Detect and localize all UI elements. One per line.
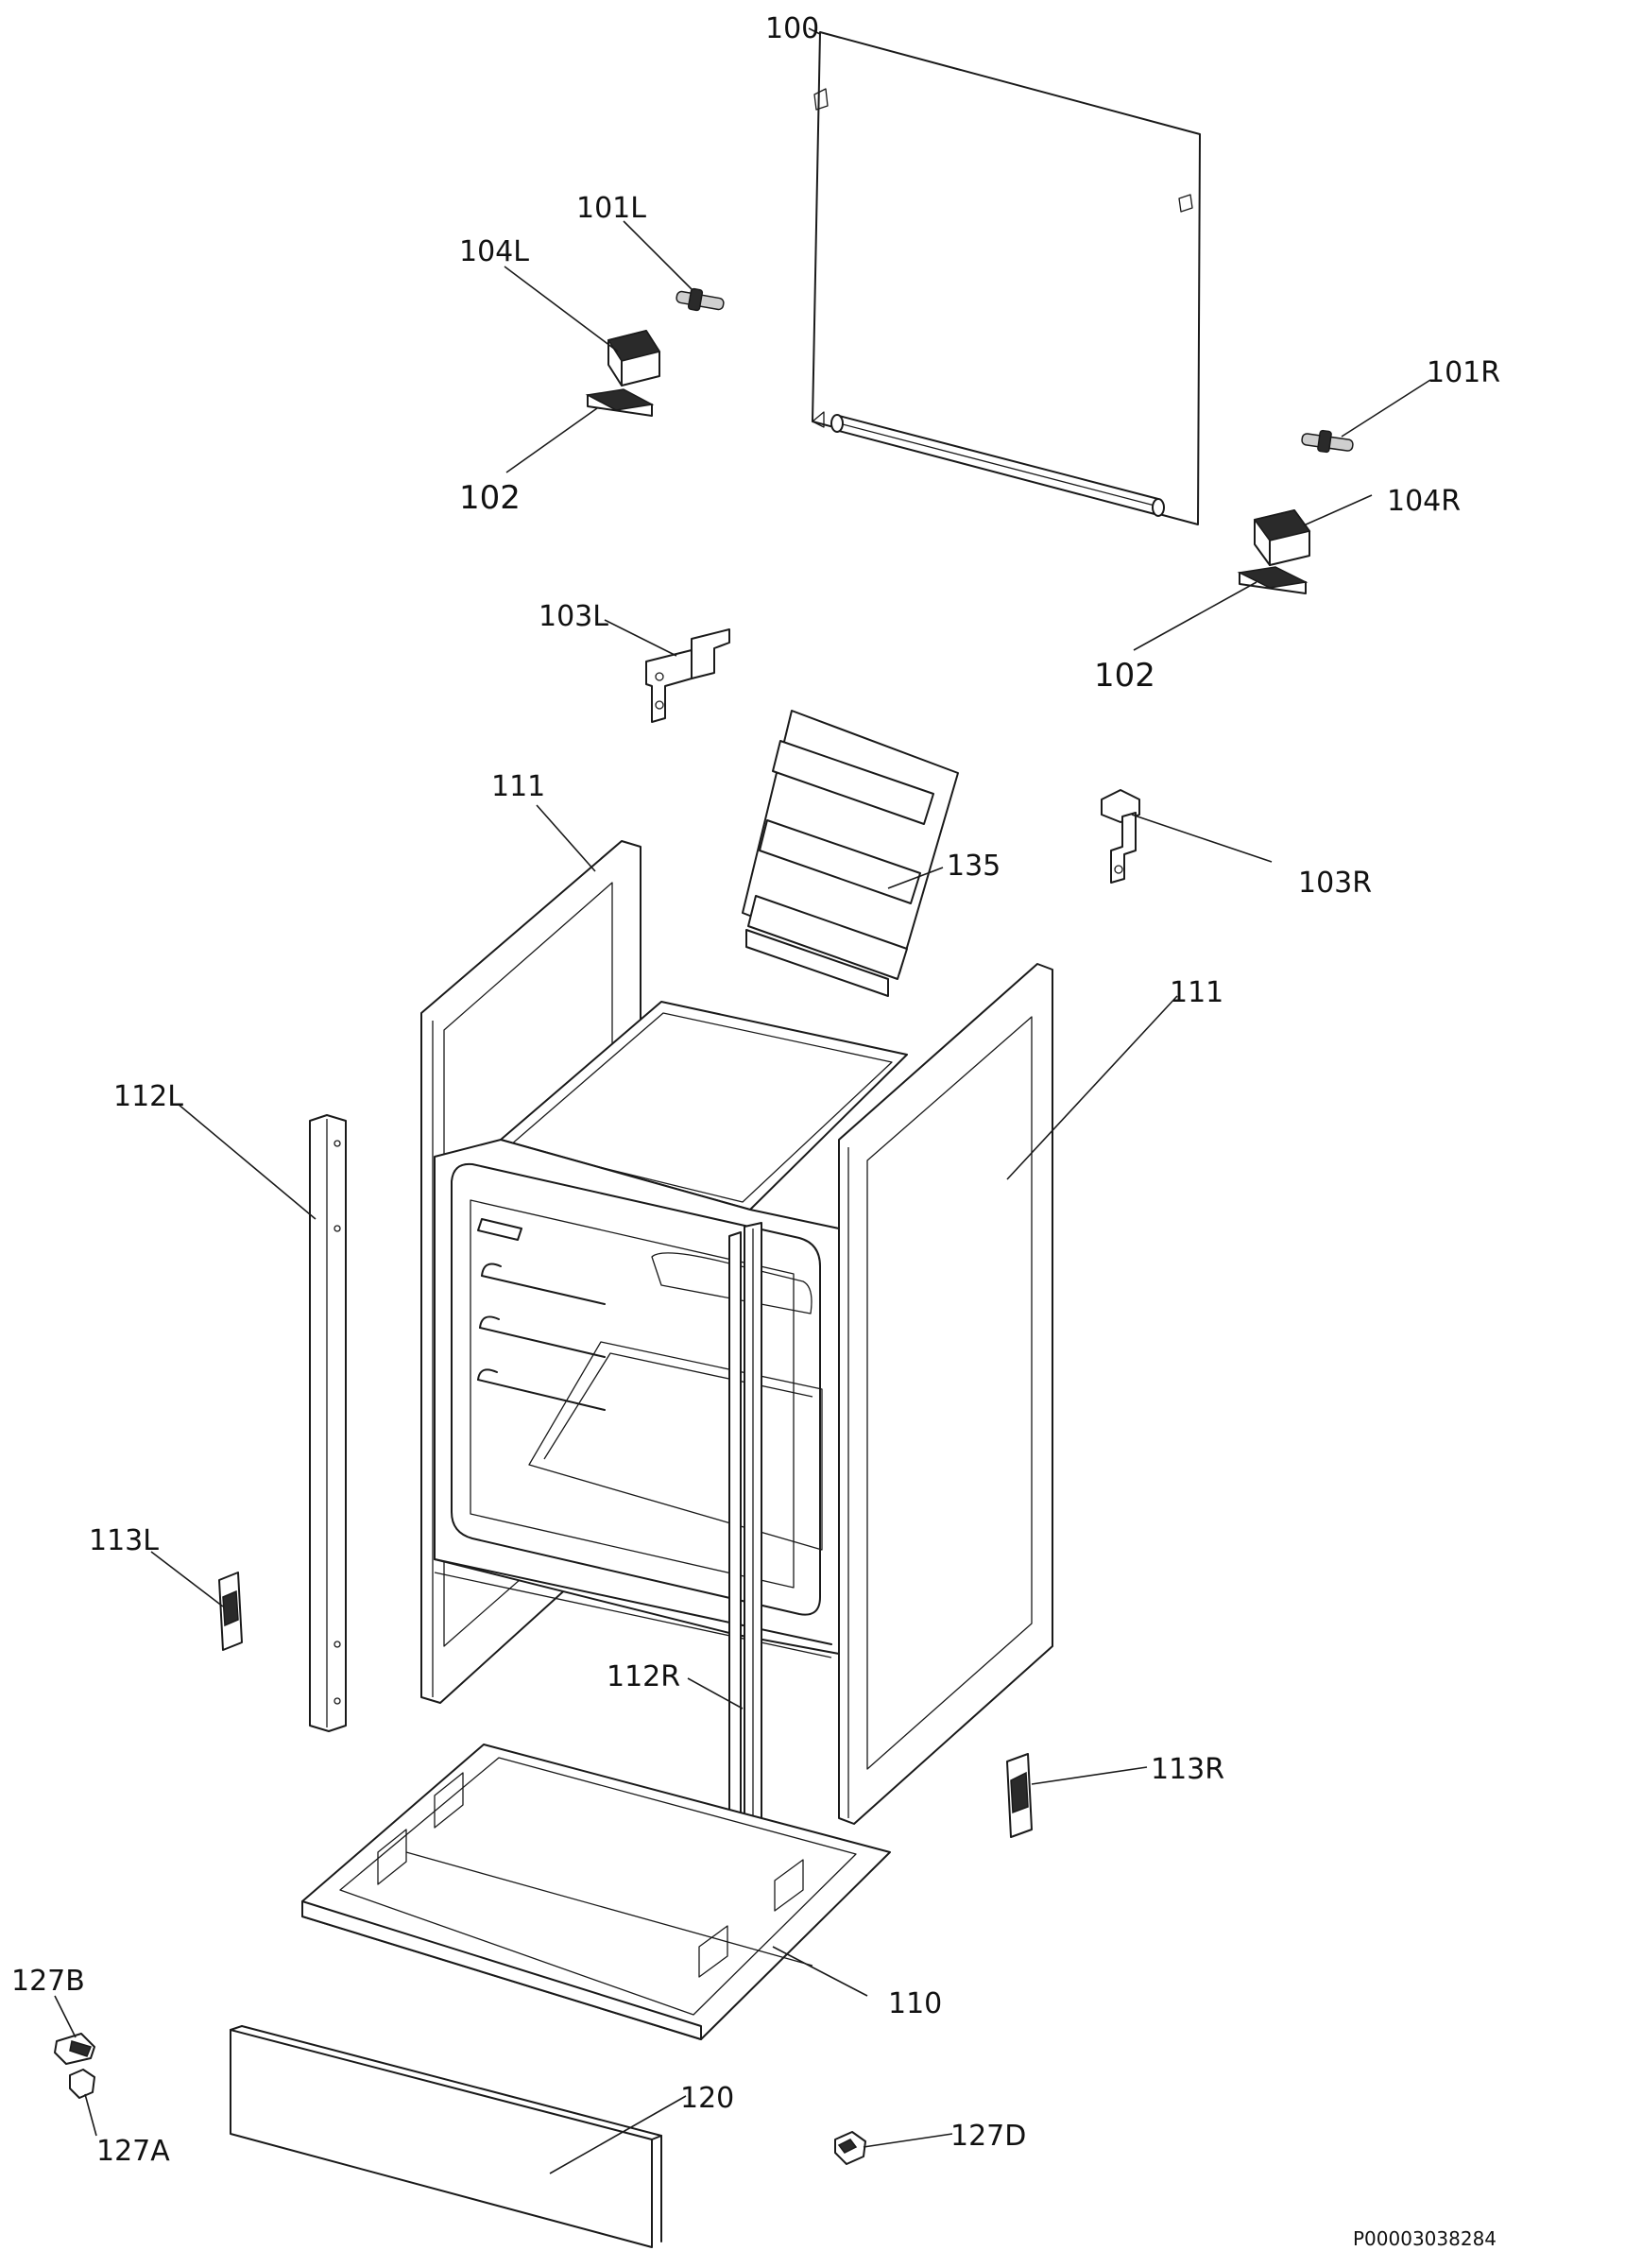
part-127B-clip: [54, 2033, 95, 2065]
part-103L-bracket: [645, 628, 730, 723]
label-103L: 103L: [539, 600, 608, 633]
part-110-base-frame: [301, 1744, 891, 2040]
part-100-back-panel: [812, 31, 1201, 525]
part-101R-pin: [1301, 429, 1354, 454]
part-102-plate-right: [1237, 566, 1309, 594]
part-127A-clip: [69, 2069, 95, 2099]
label-113R: 113R: [1151, 1753, 1224, 1786]
callout-labels: 100 101L 101R 104L 104R 102 102 103L 103…: [11, 12, 1500, 2250]
part-135-shelf-rack: [742, 710, 959, 997]
label-101L: 101L: [576, 192, 646, 225]
label-120: 120: [680, 2082, 734, 2115]
part-112L-side-strip: [309, 1114, 347, 1732]
label-100: 100: [765, 12, 819, 45]
leader-lines: [54, 27, 1431, 2174]
part-101L-pin: [676, 287, 725, 312]
label-104R: 104R: [1387, 485, 1461, 518]
label-101R: 101R: [1427, 356, 1500, 389]
label-111-right: 111: [1170, 976, 1223, 1009]
part-113R-latch: [1006, 1753, 1033, 1838]
part-127D-clip: [834, 2131, 866, 2165]
label-135: 135: [947, 850, 1001, 883]
diagram-code: P00003038284: [1353, 2227, 1497, 2250]
label-127A: 127A: [96, 2135, 170, 2168]
part-112R-side-strip: [728, 1231, 742, 1883]
part-111-side-panel-right: [838, 963, 1053, 1825]
part-102-plate-left: [585, 388, 655, 417]
part-113L-latch: [218, 1572, 243, 1651]
label-103R: 103R: [1298, 867, 1372, 900]
label-127D: 127D: [950, 2120, 1026, 2153]
label-102-left: 102: [459, 479, 521, 517]
label-104L: 104L: [459, 235, 529, 268]
label-110: 110: [888, 1987, 942, 2020]
label-112L: 112L: [113, 1080, 183, 1113]
label-113L: 113L: [89, 1524, 159, 1557]
part-104R-hinge-block: [1253, 509, 1311, 566]
label-112R: 112R: [607, 1660, 680, 1693]
part-120-drawer-front: [230, 2025, 662, 2248]
label-111-left: 111: [491, 770, 545, 803]
part-103R-bracket: [1101, 789, 1140, 884]
label-127B: 127B: [11, 1965, 85, 1998]
label-102-right: 102: [1094, 657, 1155, 695]
part-104L-hinge-block: [607, 330, 661, 387]
